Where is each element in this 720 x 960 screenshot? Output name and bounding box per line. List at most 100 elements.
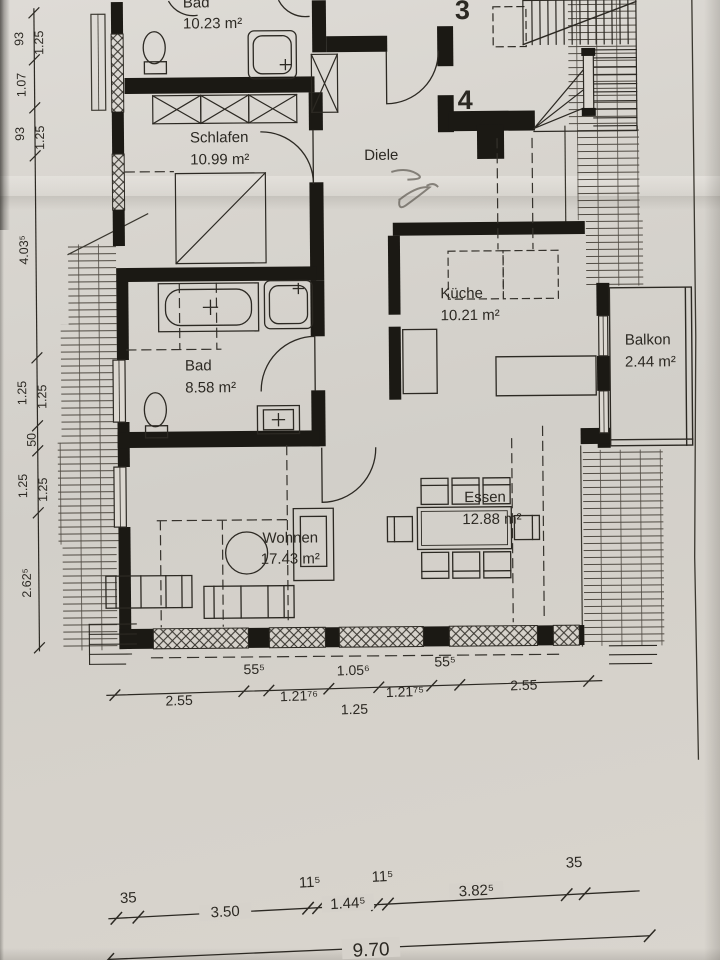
paper-crease <box>0 176 720 196</box>
room-area: 17.43 m² <box>261 550 320 568</box>
room-name: Küche <box>440 285 483 302</box>
kitchen-cabinet <box>402 328 438 395</box>
dim-label: 1.44⁵ <box>330 894 366 913</box>
dim-label: 1.07 <box>14 73 28 97</box>
schlafen-bed <box>174 171 267 265</box>
room-area: 10.23 m² <box>183 15 242 33</box>
scale-dimension-chain: 35 3.50 11⁵ 1.44⁵ 11⁵ 3.82⁵ 35 <box>108 854 640 926</box>
room-name: Schlafen <box>190 129 249 147</box>
dim-label: 35 <box>120 889 138 907</box>
roof-hatch-right <box>564 0 644 287</box>
label-mask <box>321 893 375 913</box>
dim-label: 1.25 <box>16 474 30 498</box>
dining-table <box>416 506 513 551</box>
west-windows <box>112 359 128 528</box>
paper-edge-left-dark <box>0 0 10 230</box>
round-table <box>224 531 269 575</box>
paper-edge-right <box>704 0 720 960</box>
dimension-labels-left: 93 1.25 1.07 93 1.25 4.03⁵ 1.25 1.25 50 … <box>12 31 50 598</box>
south-wall-windows <box>152 624 580 650</box>
bad-door <box>260 335 316 392</box>
dim-label: 55⁵ <box>243 661 265 678</box>
room-name: Diele <box>364 147 398 164</box>
dim-label: 4.03⁵ <box>17 235 31 265</box>
shower-top <box>247 29 298 80</box>
room-labels: Bad 10.23 m² Schlafen 10.99 m² Diele Küc… <box>183 0 676 568</box>
room-area: 10.99 m² <box>190 151 249 169</box>
eave-detail-left <box>88 623 137 665</box>
balcony-outline <box>608 286 694 447</box>
dim-label: 93 <box>13 127 27 141</box>
dim-label: 2.62⁵ <box>20 568 34 598</box>
outer-wall-face-top-left <box>90 13 107 111</box>
kitchen-dashed-cabinets <box>447 249 560 300</box>
dim-label: 1.05⁶ <box>337 662 370 679</box>
closets <box>151 53 339 125</box>
walls <box>110 0 611 650</box>
dim-label: 1.25 <box>15 381 29 405</box>
room-name: Essen <box>464 489 506 506</box>
unit-number: 4 <box>458 85 473 115</box>
doors <box>167 0 439 503</box>
wohnen-door <box>321 447 377 503</box>
schlafen-door <box>260 129 315 185</box>
dim-label: 1.21⁷⁵ <box>386 683 425 700</box>
entry-door <box>385 50 439 105</box>
balcony-windows <box>597 315 610 434</box>
dim-label: 3.50 <box>210 903 240 922</box>
top-clipped-door-arcs <box>167 0 310 18</box>
room-area: 10.21 m² <box>440 307 499 325</box>
total-dimension: 9.70 <box>101 929 657 960</box>
roof-slope-dashed-lines <box>124 137 563 659</box>
sink <box>256 404 301 435</box>
unit-number: 3 <box>455 0 470 25</box>
toilet-mid <box>143 392 168 428</box>
dim-label: 1.25 <box>341 701 369 718</box>
staircase <box>492 0 638 133</box>
total-dim-label: 9.70 <box>352 939 390 960</box>
dim-label: 35 <box>565 854 583 872</box>
room-name: Wohnen <box>262 529 318 546</box>
dim-label: 55⁵ <box>434 653 456 670</box>
dim-label: 93 <box>12 32 26 46</box>
dim-label: 1.25 <box>36 478 50 502</box>
dimension-chain-bottom: 2.55 55⁵ 1.21⁷⁶ 1.05⁶ 1.25 1.21⁷⁵ 55⁵ 2.… <box>106 653 603 718</box>
kitchen-counter <box>495 355 597 397</box>
room-name: Bad <box>185 357 212 374</box>
dim-label: 1.25 <box>33 126 47 150</box>
dim-label: 11⁵ <box>371 868 394 886</box>
bad-top-fixtures <box>142 29 298 80</box>
eave-detail-right <box>608 644 658 665</box>
paper-crease-shadow <box>0 196 720 210</box>
sofa-left <box>105 574 193 609</box>
toilet-top <box>142 31 166 65</box>
dimension-chain-left <box>28 6 46 654</box>
armchair <box>292 507 335 582</box>
dim-label: 2.55 <box>510 677 538 694</box>
paper-edge-left <box>0 0 4 960</box>
kitchen-fixtures <box>402 328 597 397</box>
dim-label: 1.21⁷⁶ <box>280 687 319 704</box>
room-name: Balkon <box>625 331 671 348</box>
roof-hatch-below-balcony <box>580 445 665 647</box>
room-name: Bad <box>183 0 210 12</box>
pen-smudge <box>391 169 439 209</box>
dim-label: 2.55 <box>165 692 193 709</box>
dim-label: 1.25 <box>35 385 49 409</box>
wohnen-furniture <box>105 507 335 620</box>
room-area: 8.58 m² <box>185 379 236 396</box>
dim-label: 50 <box>25 433 39 447</box>
dim-label: 11⁵ <box>298 874 321 892</box>
sofa-right <box>203 584 295 620</box>
label-mask <box>341 936 401 960</box>
room-area: 2.44 m² <box>625 353 676 370</box>
plan-sheet-border <box>691 0 700 760</box>
shower-mid <box>263 279 314 330</box>
bad-mid-fixtures <box>143 279 314 439</box>
label-mask <box>198 902 252 921</box>
room-area: 12.88 m² <box>462 511 521 529</box>
dim-label: 1.25 <box>32 31 46 55</box>
label-mask <box>449 881 504 900</box>
dim-label: 3.82⁵ <box>458 881 494 900</box>
